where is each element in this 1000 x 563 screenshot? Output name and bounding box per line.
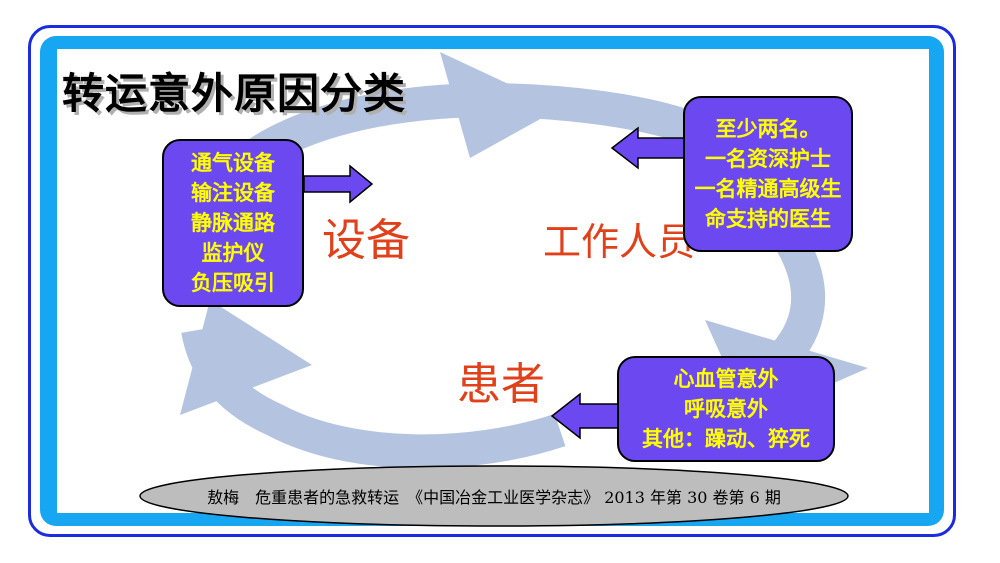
cycle-arc-right: [767, 231, 826, 373]
staff-line: 一名精通高级生: [694, 177, 842, 201]
slide-title: 转运意外原因分类: [62, 69, 407, 118]
staff-line: 至少两名。: [715, 117, 821, 141]
equipment-item: 监护仪: [201, 241, 265, 265]
staff-box: 至少两名。 一名资深护士 一名精通高级生 命支持的医生: [683, 96, 853, 252]
patient-box: 心血管意外 呼吸意外 其他：躁动、猝死: [617, 356, 835, 462]
arrow-staff-left: [610, 126, 685, 170]
arrow-equipment-right: [303, 164, 374, 204]
equipment-item: 静脉通路: [191, 211, 275, 235]
equipment-item: 负压吸引: [191, 271, 275, 295]
equipment-item: 输注设备: [191, 181, 275, 205]
staff-line: 命支持的医生: [705, 207, 831, 231]
cycle-arrowhead-bottom: [180, 300, 312, 415]
arrow-patient-left: [550, 392, 619, 440]
category-staff: 工作人员: [543, 220, 696, 264]
category-equipment: 设备: [322, 215, 410, 266]
equipment-box: 通气设备 输注设备 静脉通路 监护仪 负压吸引: [162, 139, 304, 307]
category-patient: 患者: [457, 359, 545, 410]
citation-text: 敖梅 危重患者的急救转运 《中国冶金工业医学杂志》 2013 年第 30 卷第 …: [207, 488, 781, 507]
patient-item: 其他：躁动、猝死: [642, 427, 810, 451]
patient-item: 呼吸意外: [684, 397, 768, 421]
cycle-arrowhead-top: [440, 52, 560, 158]
equipment-item: 通气设备: [191, 151, 275, 175]
patient-item: 心血管意外: [673, 367, 779, 391]
citation-ellipse: [139, 465, 849, 527]
staff-line: 一名资深护士: [705, 147, 831, 171]
